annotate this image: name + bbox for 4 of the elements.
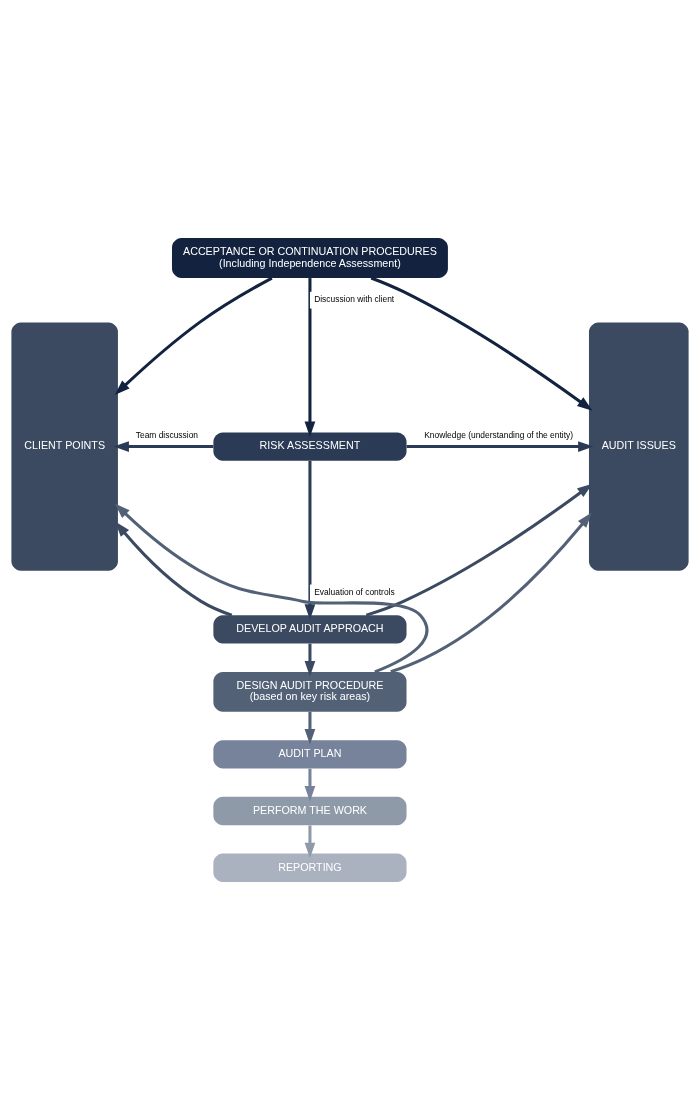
edge-label: Evaluation of controls	[314, 587, 395, 598]
edge-label: Team discussion	[135, 429, 199, 440]
edge-label: Knowledge (understanding of the entity)	[424, 429, 574, 440]
edge-label: Discussion with client	[314, 294, 395, 305]
